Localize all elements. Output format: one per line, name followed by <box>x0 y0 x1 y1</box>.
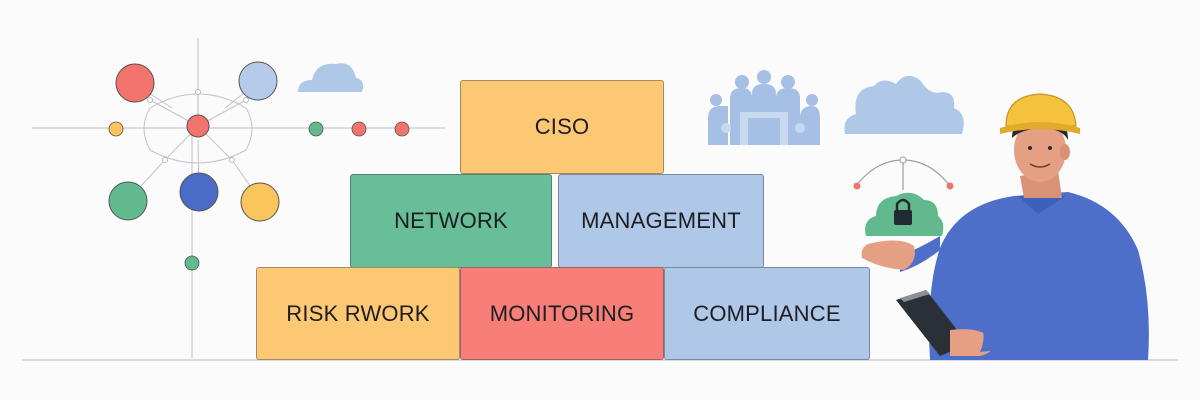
team-people-icon <box>708 70 820 145</box>
block-risk: RISK RWORK <box>256 267 460 360</box>
block-ciso: CISO <box>460 80 664 174</box>
block-label: NETWORK <box>394 208 508 233</box>
block-compliance: COMPLIANCE <box>664 267 870 360</box>
block-label: MONITORING <box>489 300 635 326</box>
cloud-lock-icon <box>853 156 954 236</box>
security-engineer-illustration <box>861 93 1149 360</box>
network-diagram-icon <box>32 38 445 358</box>
block-management: MANAGEMENT <box>558 174 764 268</box>
cloud-icon <box>844 75 964 134</box>
block-label: CISO <box>534 114 590 139</box>
block-label: COMPLIANCE <box>693 300 841 326</box>
cloud-icon <box>298 63 364 92</box>
block-label: MANAGEMENT <box>581 208 741 233</box>
block-network: NETWORK <box>350 174 552 268</box>
block-label: RISK RWORK <box>286 300 430 326</box>
block-monitoring: MONITORING <box>460 267 664 360</box>
